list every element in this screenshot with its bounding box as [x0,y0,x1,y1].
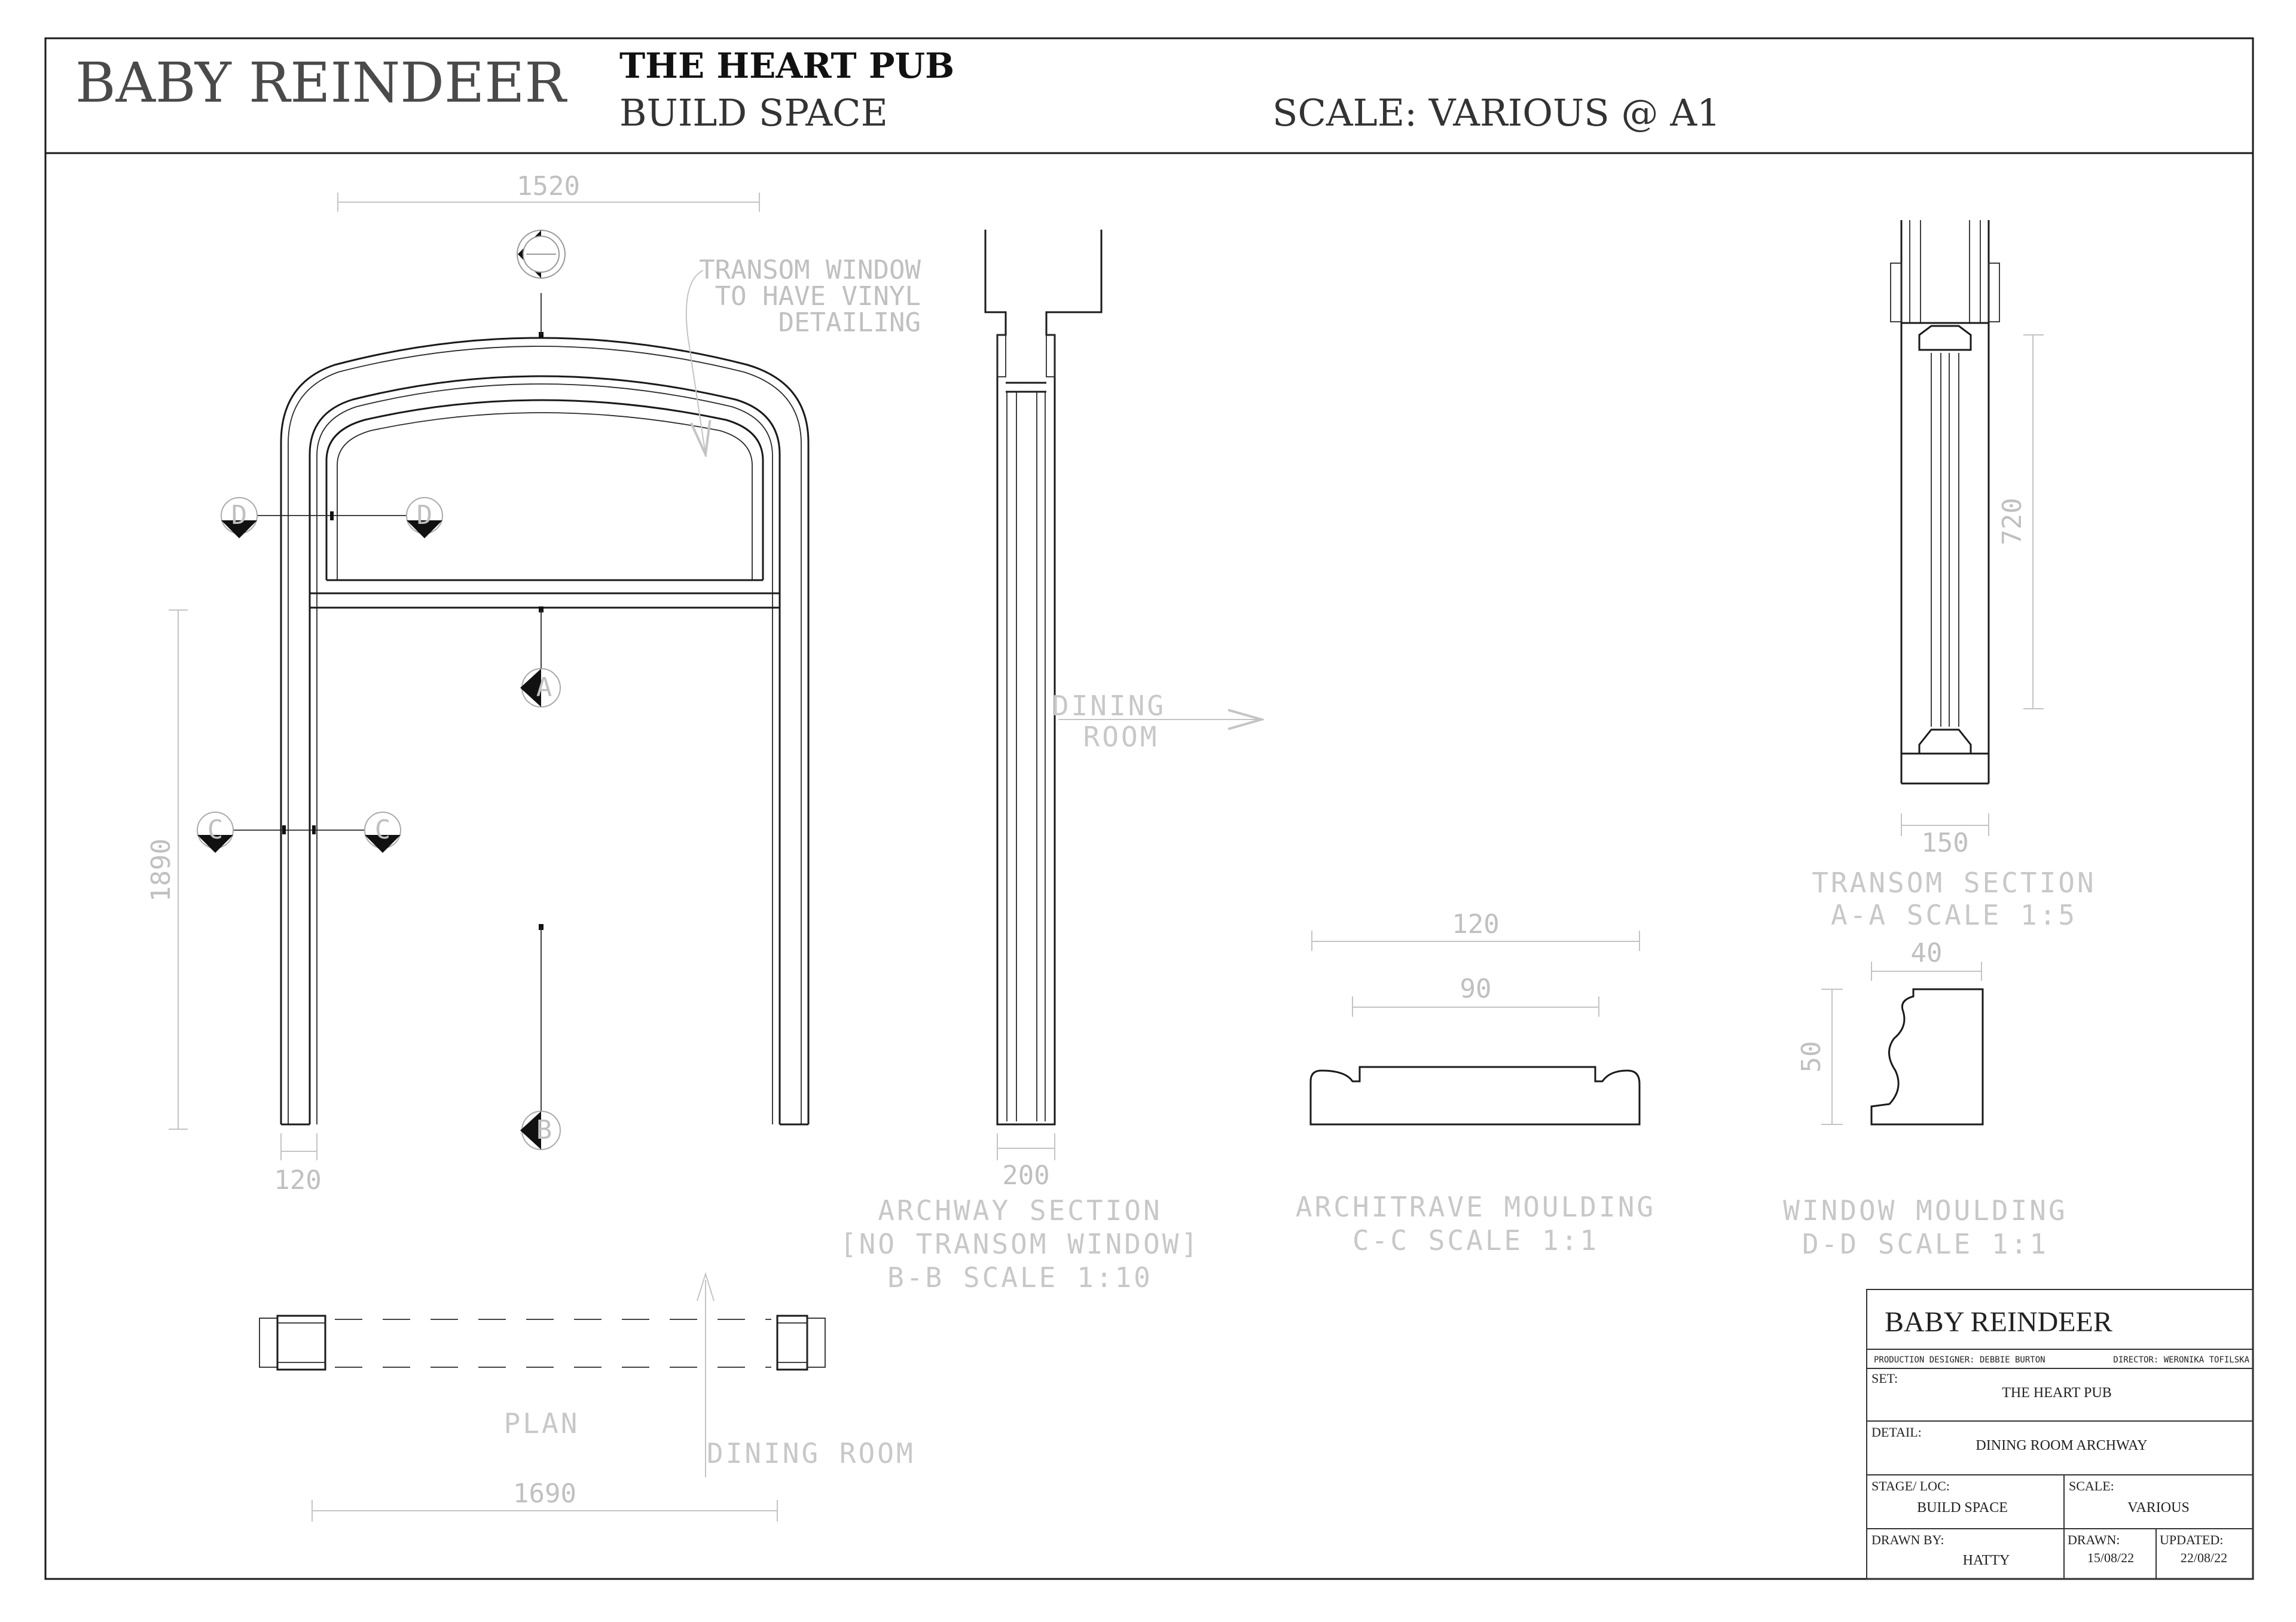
tb-updated-value: 22/08/22 [2181,1550,2227,1565]
dim-height-1890: 1890 [146,839,176,902]
tb-scale-value: VARIOUS [2127,1500,2190,1516]
dim-depth-200: 200 [1002,1160,1049,1191]
tb-director: DIRECTOR: WERONIKA TOFILSKA [2113,1355,2249,1365]
archway-title-line2: [NO TRANSOM WINDOW] [840,1228,1200,1260]
dim-plan-1690: 1690 [513,1478,576,1509]
archway-title-line3: B-B SCALE 1:10 [887,1261,1153,1294]
archway-title-line1: ARCHWAY SECTION [878,1194,1162,1227]
title-block: BABY REINDEER PRODUCTION DESIGNER: DEBBI… [1866,1289,2254,1580]
dim-jamb-120: 120 [274,1165,321,1196]
tb-detail-label: DETAIL: [1871,1425,1922,1440]
dim-architrave-120: 120 [1452,909,1499,940]
note-transom-line2: TO HAVE VINYL [715,281,921,312]
tb-production-designer: PRODUCTION DESIGNER: DEBBIE BURTON [1874,1355,2045,1365]
svg-text:B: B [536,1115,552,1145]
tb-drawn-value: 15/08/22 [2087,1550,2134,1565]
header-brand: BABY REINDEER [75,51,567,115]
svg-text:C: C [207,815,224,845]
tb-drawn-by-value: HATTY [1963,1553,2010,1568]
archway-section: 200 DINING ROOM ARCHWAY SECTION [NO TRAN… [840,230,1262,1294]
window-moulding: 40 50 WINDOW MOULDING D-D SCALE 1:1 [1783,938,2067,1260]
architrave-title-line2: C-C SCALE 1:1 [1352,1224,1599,1257]
tb-brand: BABY REINDEER [1885,1306,2112,1338]
plan-title: PLAN [504,1407,580,1440]
header-scale: SCALE: VARIOUS @ A1 [1272,91,1720,135]
section-marker-d-right: D [406,497,443,538]
section-marker-top [517,230,566,279]
architrave-title-line1: ARCHITRAVE MOULDING [1296,1191,1656,1223]
note-transom-line3: DETAILING [778,307,921,338]
sheet-border [44,37,2254,1580]
tb-updated-label: UPDATED: [2160,1532,2223,1547]
dim-window-50: 50 [1796,1041,1827,1073]
svg-text:C: C [375,815,391,845]
tb-set-value: THE HEART PUB [2002,1385,2111,1401]
section-marker-b: B [520,1111,561,1150]
plan-view: PLAN DINING ROOM 1690 [259,1272,915,1522]
tb-scale-label: SCALE: [2069,1478,2114,1493]
dim-width-1520: 1520 [517,171,580,202]
transom-title-line2: A-A SCALE 1:5 [1831,899,2077,931]
window-title-line2: D-D SCALE 1:1 [1802,1228,2048,1260]
section-marker-d-left: D [221,497,258,538]
header-location: BUILD SPACE [619,91,888,135]
transom-title-line1: TRANSOM SECTION [1812,867,2096,899]
dim-architrave-90: 90 [1460,974,1492,1004]
window-title-line1: WINDOW MOULDING [1783,1194,2067,1227]
tb-drawn-label: DRAWN: [2068,1532,2120,1547]
transom-section: 720 150 TRANSOM SECTION A-A SCALE 1:5 [1812,220,2096,931]
svg-text:A: A [536,672,552,703]
svg-text:D: D [417,500,433,530]
dim-transom-720: 720 [1997,498,2028,545]
plan-direction-label: DINING ROOM [707,1437,915,1469]
tb-drawn-by-label: DRAWN BY: [1871,1532,1944,1547]
archway-elevation: D D A C C B 1520 [146,171,921,1196]
tb-stage-value: BUILD SPACE [1917,1500,2008,1516]
note-transom-line1: TRANSOM WINDOW [699,255,921,285]
archway-direction-line2: ROOM [1083,721,1159,753]
archway-direction-line1: DINING [1052,690,1166,722]
tb-stage-label: STAGE/ LOC: [1871,1478,1950,1493]
section-marker-a: A [520,668,561,708]
svg-text:D: D [231,500,248,530]
section-marker-c-left: C [197,812,234,853]
tb-detail-value: DINING ROOM ARCHWAY [1976,1438,2147,1453]
architrave-moulding: 120 90 ARCHITRAVE MOULDING C-C SCALE 1:1 [1296,909,1656,1257]
tb-set-label: SET: [1871,1371,1898,1386]
section-marker-c-right: C [364,812,401,853]
header-set-name: THE HEART PUB [619,45,954,86]
dim-transom-150: 150 [1921,828,1968,858]
dim-window-40: 40 [1911,938,1943,968]
